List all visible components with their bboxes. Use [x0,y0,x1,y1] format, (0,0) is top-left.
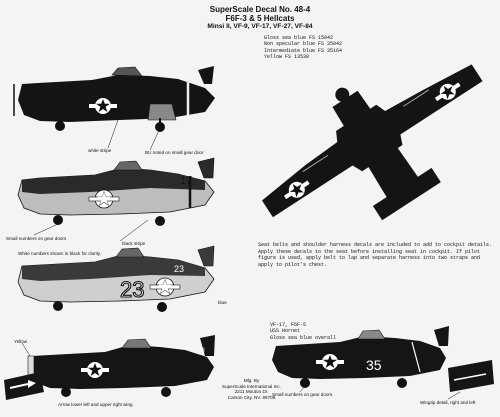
profile-3-large-number: 23 [120,277,144,302]
callout-wingtip: Wingtip detail, right and left [420,400,476,405]
profile-2-camo: 17 [17,157,215,226]
paint-note: Intermediate blue FS 35164 [264,47,343,54]
manufacturer-block: Mfg. By SuperScale International Inc. 22… [222,378,281,401]
mfg-line: Mfg. By [243,378,260,383]
paint-note: Gloss sea blue FS 15042 [264,35,334,41]
wingtip-detail [448,360,494,392]
aircraft-type: F6F-3 & 5 Hellcats [225,13,295,23]
callout-arrow: Arrow lower left and upper right wing [58,402,133,407]
profile-3-23: 23 23 [17,245,215,312]
profile-1-dark [13,66,215,132]
profile-2-number: 17 [180,175,192,187]
unit-list: Minsi II, VF-9, VF-17, VF-27, VF-84 [207,23,313,31]
decal-number: SuperScale Decal No. 48-4 [209,5,311,14]
callout-white-numbers: White numbers shown in black for clarity… [18,251,102,256]
profile-4-dark: 28 [27,335,215,397]
mfg-line: Carson City, NV. 89706 [227,395,276,401]
callout-black-stripe: black stripe [122,241,146,246]
paint-notes: Gloss sea blue FS 15042 Non specular blu… [264,35,342,60]
unit-note-line: USS Hornet [270,328,301,335]
profile-5-tail-number: 35 [429,338,436,344]
mfg-line: SuperScale International Inc. [222,383,281,389]
profile-3-tail-number: 23 [174,264,184,274]
callout-small-numbers: Small numbers on gear doors [6,236,67,241]
callout-white-stripe: white stripe [84,88,108,93]
paint-note: Yellow FS 13538 [264,53,310,60]
seat-belt-note: Seat belts and shoulder harness decals a… [258,242,493,268]
callout-white-stripe: white stripe [88,148,112,153]
leader-lines [21,82,461,400]
unit-note: VF-17, F6F-5 USS Hornet Gloss sea blue o… [270,322,336,341]
plan-view [261,64,483,221]
callout-bu-noted: BU noted on small gear door [145,150,204,155]
paint-note: Non specular blue FS 35042 [264,41,343,48]
sheet-title: SuperScale Decal No. 48-4 F6F-3 & 5 Hell… [185,5,335,31]
mfg-line: 2211 Mouton Dr. [234,389,269,395]
profile-5-number: 35 [366,357,382,373]
profile-4-tail-number: 28 [198,348,205,354]
callout-yellow: Yellow [14,339,28,344]
unit-note-line: VF-17, F6F-5 [270,322,307,328]
profile-5-vf17: 35 35 [272,326,449,388]
wing-arrow-detail [4,372,44,400]
unit-note-line: Gloss sea blue overall [270,334,337,341]
callout-small-numbers: Small numbers on gear doors [272,392,333,397]
callout-blue: blue [218,300,227,305]
